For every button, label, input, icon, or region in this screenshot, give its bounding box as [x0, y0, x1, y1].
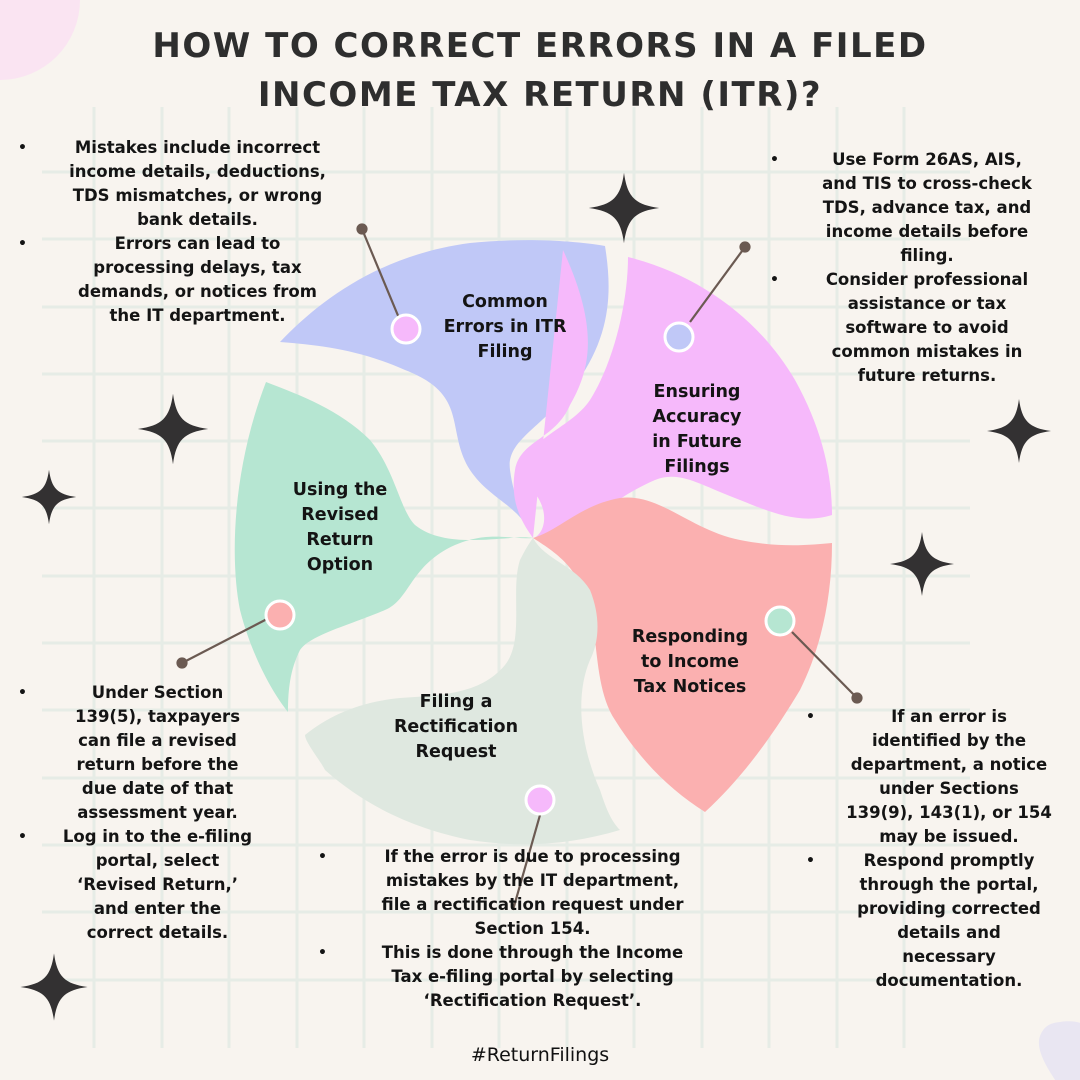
- sparkle-star-icon: [21, 469, 77, 525]
- page-title: HOW TO CORRECT ERRORS IN A FILED INCOME …: [0, 22, 1080, 120]
- bullet-icon: •: [318, 945, 327, 961]
- marker-dot-rectification: [524, 784, 556, 816]
- bullet-icon: •: [18, 829, 27, 845]
- segment-label-common-errors: Common Errors in ITR Filing: [443, 292, 567, 362]
- bullet-icon: •: [18, 236, 27, 252]
- segment-ensuring-accuracy: [513, 250, 832, 538]
- bullet-icon: •: [18, 140, 27, 156]
- note-bullet: • Use Form 26AS, AIS, and TIS to cross-c…: [770, 150, 1032, 265]
- leader-lines: [176, 223, 863, 911]
- segment-label-responding-notices: Responding to Income Tax Notices: [631, 627, 749, 697]
- notes-ensuring-accuracy: • Use Form 26AS, AIS, and TIS to cross-c…: [770, 148, 1062, 388]
- note-bullet: • Consider professional assistance or ta…: [770, 270, 1029, 385]
- notes-rectification: • If the error is due to processing mist…: [318, 845, 725, 1013]
- note-bullet: • Under Section 139(5), taxpayers can fi…: [18, 683, 241, 822]
- note-bullet: • Errors can lead to processing delays, …: [18, 234, 317, 325]
- bullet-icon: •: [770, 152, 779, 168]
- sparkle-star-icon: [890, 532, 954, 596]
- note-bullet: • Log in to the e-filing portal, select …: [18, 827, 253, 942]
- marker-dot-revised-return: [264, 599, 296, 631]
- notes-responding-notices: • If an error is identified by the depar…: [806, 705, 1070, 993]
- note-bullet: • This is done through the Income Tax e-…: [318, 943, 684, 1010]
- note-bullet: • Mistakes include incorrect income deta…: [18, 138, 326, 229]
- notes-common-errors: • Mistakes include incorrect income deta…: [18, 136, 355, 328]
- segment-label-ensuring-accuracy: Ensuring Accuracy in Future Filings: [652, 382, 742, 477]
- sparkle-star-icon: [20, 953, 88, 1021]
- sparkle-star-icon: [987, 399, 1051, 463]
- bullet-icon: •: [806, 853, 815, 869]
- sparkle-star-icon: [137, 393, 209, 465]
- note-bullet: • If an error is identified by the depar…: [806, 707, 1052, 846]
- footer-hashtag: #ReturnFilings: [470, 1044, 610, 1066]
- segment-common-errors: [280, 240, 609, 538]
- corner-blob-top-left: [0, 0, 80, 80]
- marker-dot-responding-notices: [764, 605, 796, 637]
- marker-dot-ensuring-accuracy: [663, 321, 695, 353]
- marker-dot-common-errors: [390, 313, 422, 345]
- notes-revised-return: • Under Section 139(5), taxpayers can fi…: [18, 681, 275, 945]
- segment-label-rectification: Filing a Rectification Request: [393, 692, 519, 762]
- segment-responding-notices: [533, 497, 832, 812]
- segment-label-revised-return: Using the Revised Return Option: [292, 480, 388, 575]
- bullet-icon: •: [770, 272, 779, 288]
- note-bullet: • If the error is due to processing mist…: [318, 847, 684, 938]
- bullet-icon: •: [318, 849, 327, 865]
- bullet-icon: •: [18, 685, 27, 701]
- title-line-1: HOW TO CORRECT ERRORS IN A FILED: [152, 26, 928, 66]
- sparkle-star-icon: [588, 172, 660, 244]
- note-bullet: • Respond promptly through the portal, p…: [806, 851, 1041, 990]
- segment-rectification: [305, 538, 620, 845]
- title-line-2: INCOME TAX RETURN (ITR)?: [257, 75, 823, 115]
- segment-revised-return: [234, 382, 533, 712]
- corner-blob-bottom-right: [1038, 1021, 1080, 1080]
- bullet-icon: •: [806, 709, 815, 725]
